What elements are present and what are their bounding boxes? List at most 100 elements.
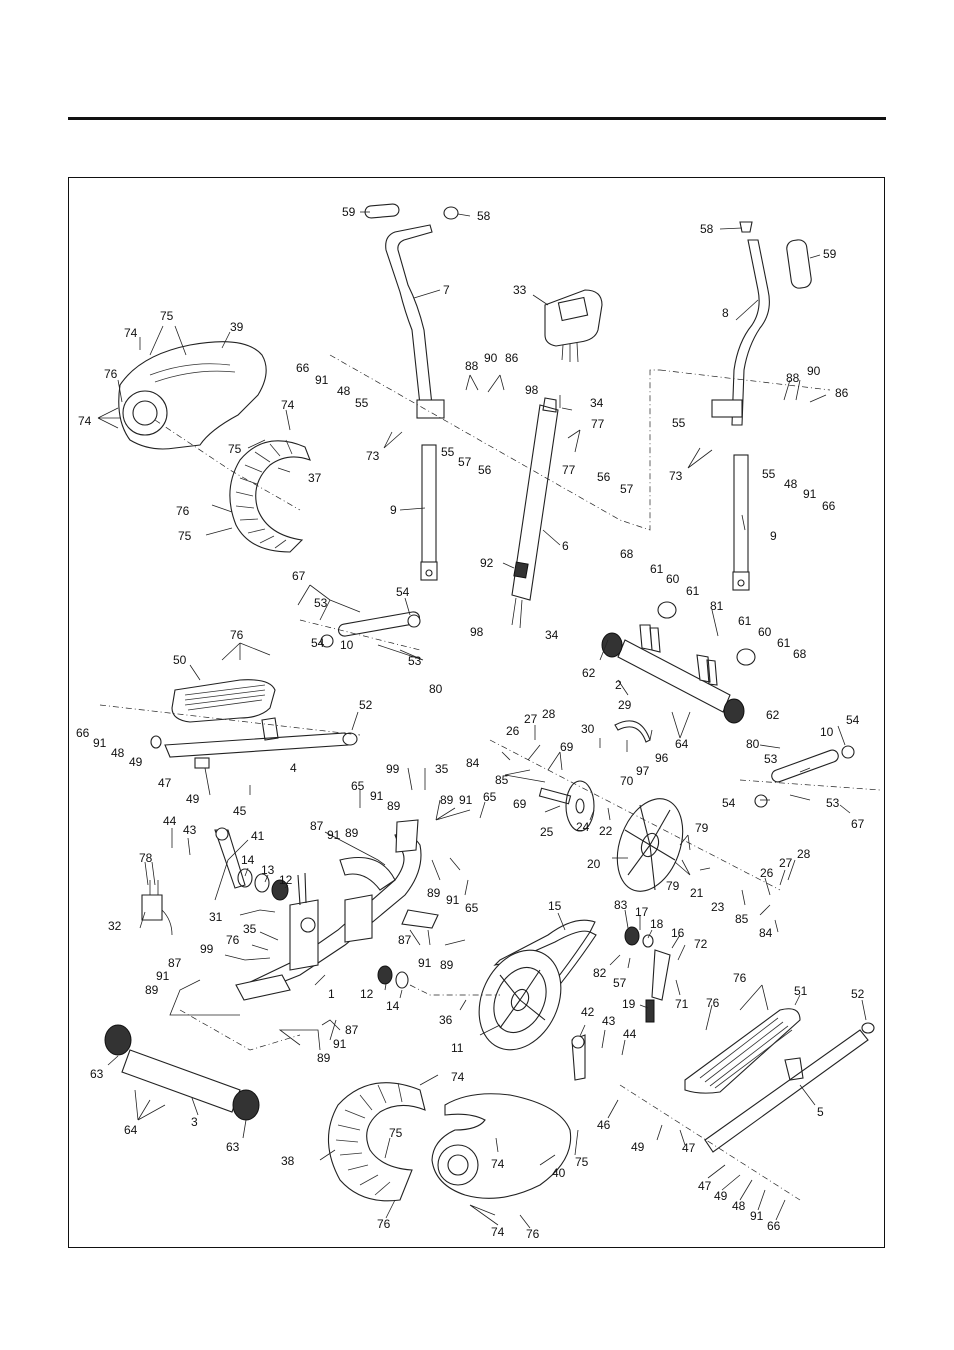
- label-p26b: 26: [760, 866, 774, 880]
- label-p48c: 48: [111, 746, 125, 760]
- label-p89g: 89: [317, 1051, 331, 1065]
- label-p17: 17: [635, 905, 649, 919]
- label-p56a: 56: [478, 463, 492, 477]
- console-33: [544, 289, 603, 363]
- label-p28b: 28: [797, 847, 811, 861]
- link-arm-41: [214, 827, 246, 889]
- crossbar-10-right: [754, 745, 855, 808]
- label-p42: 42: [581, 1005, 595, 1019]
- label-p59a: 59: [342, 205, 356, 219]
- side-cover-39: [118, 341, 267, 450]
- label-p61a: 61: [650, 562, 664, 576]
- label-p87c: 87: [168, 956, 182, 970]
- label-p99b: 99: [200, 942, 214, 956]
- label-p91e: 91: [459, 793, 473, 807]
- label-p63b: 63: [226, 1140, 240, 1154]
- label-p54c: 54: [846, 713, 860, 727]
- label-p67b: 67: [851, 817, 865, 831]
- label-p89d: 89: [427, 886, 441, 900]
- label-p49c: 49: [631, 1140, 645, 1154]
- label-p23: 23: [711, 900, 725, 914]
- label-p48a: 48: [337, 384, 351, 398]
- label-p51: 51: [794, 984, 808, 998]
- label-p76h: 76: [526, 1227, 540, 1241]
- pedal-51: [684, 1008, 801, 1094]
- label-p12a: 12: [279, 873, 293, 887]
- label-p85a: 85: [495, 773, 509, 787]
- crossbar-10-left: [320, 611, 421, 648]
- label-p76a: 76: [104, 367, 118, 381]
- label-p21: 21: [690, 886, 704, 900]
- pedal-arm-5: [704, 1022, 875, 1153]
- label-p76b: 76: [176, 504, 190, 518]
- label-p57b: 57: [620, 482, 634, 496]
- label-p15: 15: [548, 899, 562, 913]
- label-p65c: 65: [465, 901, 479, 915]
- label-p49d: 49: [714, 1189, 728, 1203]
- label-p14a: 14: [241, 853, 255, 867]
- main-frame-1: [235, 819, 439, 1001]
- label-p74b: 74: [78, 414, 92, 428]
- bushing-12-14-center: [377, 965, 409, 989]
- label-p41: 41: [251, 829, 265, 843]
- label-p74f: 74: [491, 1225, 505, 1239]
- label-p91f: 91: [327, 828, 341, 842]
- label-p43b: 43: [602, 1014, 616, 1028]
- side-cover-40: [431, 1093, 572, 1199]
- label-p25: 25: [540, 825, 554, 839]
- stabilizer-3: [104, 1024, 260, 1121]
- label-p89e: 89: [440, 958, 454, 972]
- label-p43a: 43: [183, 823, 197, 837]
- label-p64b: 64: [124, 1123, 138, 1137]
- idler-16-17-18: [624, 926, 671, 1023]
- label-p9a: 9: [390, 503, 397, 517]
- label-p63a: 63: [90, 1067, 104, 1081]
- label-p9b: 9: [770, 529, 777, 543]
- label-p10a: 10: [340, 638, 354, 652]
- label-p91b: 91: [803, 487, 817, 501]
- label-p7: 7: [443, 283, 450, 297]
- label-p65a: 65: [351, 779, 365, 793]
- label-p91c: 91: [93, 736, 107, 750]
- label-p1: 1: [328, 987, 335, 1001]
- label-p44b: 44: [623, 1027, 637, 1041]
- label-p34a: 34: [590, 396, 604, 410]
- bushing-12-13-14-top: [237, 868, 289, 901]
- label-p81: 81: [710, 599, 724, 613]
- label-p70: 70: [620, 774, 634, 788]
- strap-29: [614, 720, 651, 743]
- label-p36: 36: [439, 1013, 453, 1027]
- label-p49b: 49: [186, 792, 200, 806]
- label-p66a: 66: [296, 361, 310, 375]
- label-p87b: 87: [398, 933, 412, 947]
- label-p55c: 55: [441, 445, 455, 459]
- label-p68a: 68: [620, 547, 634, 561]
- label-p82: 82: [593, 966, 607, 980]
- label-p45: 45: [233, 804, 247, 818]
- label-p30: 30: [581, 722, 595, 736]
- label-p90b: 90: [807, 364, 821, 378]
- label-p98a: 98: [525, 383, 539, 397]
- label-p32: 32: [108, 919, 122, 933]
- label-p66c: 66: [76, 726, 90, 740]
- axle-tube-2: [601, 601, 756, 724]
- label-p62b: 62: [766, 708, 780, 722]
- shroud-37: [229, 439, 311, 553]
- leader-lines: [97, 211, 867, 1229]
- label-p78: 78: [139, 851, 153, 865]
- label-p58a: 58: [477, 209, 491, 223]
- label-p76d: 76: [226, 933, 240, 947]
- label-p91d: 91: [370, 789, 384, 803]
- label-p10b: 10: [820, 725, 834, 739]
- label-p89f: 89: [145, 983, 159, 997]
- label-p89a: 89: [387, 799, 401, 813]
- pedal-50: [171, 679, 276, 723]
- label-p68b: 68: [793, 647, 807, 661]
- label-p38: 38: [281, 1154, 295, 1168]
- label-p91k: 91: [750, 1209, 764, 1223]
- label-p61c: 61: [738, 614, 752, 628]
- pulley-25: [538, 780, 595, 832]
- label-p6: 6: [562, 539, 569, 553]
- label-p33: 33: [513, 283, 527, 297]
